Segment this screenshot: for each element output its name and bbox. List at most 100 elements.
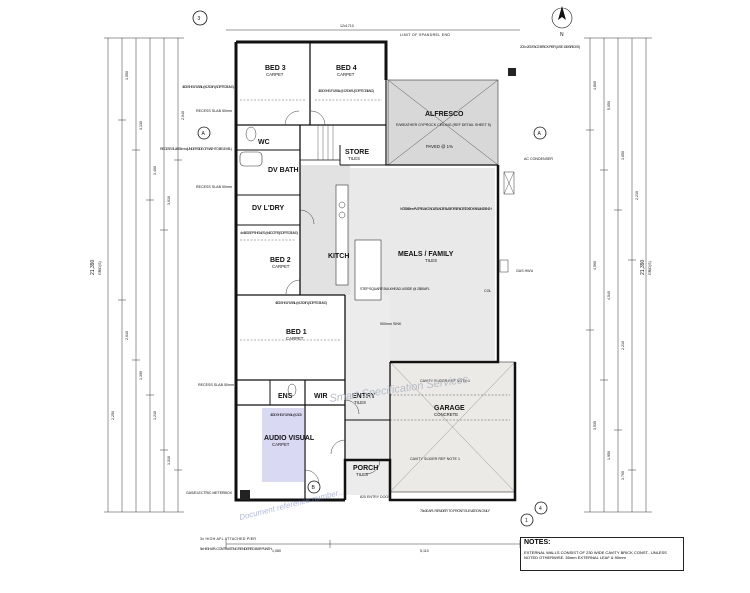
- watermark-sub: Document reference number...: [238, 487, 345, 522]
- door-swings: [284, 110, 381, 485]
- dim-l6: 1,390: [139, 371, 143, 380]
- bed4-floor: CARPET: [337, 72, 355, 77]
- dim-l7: 1,210: [153, 411, 157, 420]
- bottom-dim-2: 5,110: [420, 549, 429, 553]
- bed3-floor: CARPET: [266, 72, 284, 77]
- store-floor: TILES: [348, 156, 360, 161]
- right-total-sub: GRID(S): [648, 261, 652, 275]
- north-text: N: [560, 32, 564, 38]
- garage-label: GARAGE: [434, 405, 465, 412]
- dim-l10: 2,040: [181, 111, 185, 120]
- note-cavity-slider-2: CAVITY SLIDER REF NOTE 1: [410, 457, 460, 461]
- note-face-brick: 200 x 200 FACE BRICK PIER (USE 100 BRICK…: [520, 45, 580, 49]
- note-col: COL: [484, 289, 491, 293]
- note-sink: 900mm SINK: [380, 322, 402, 326]
- note-recess-bath: RECESS SLAB 50mm (UNDERSIDE OF BATH TO B…: [160, 147, 232, 151]
- right-total-dim: 21,390: [640, 259, 646, 275]
- entry-tile-floor: [345, 295, 390, 495]
- note-alfresco-ceiling: R/WEATHER GYPROCK CEILING (REF DETAIL SH…: [396, 123, 491, 127]
- dim-l8: 1,310: [167, 456, 171, 465]
- dim-l5: 2,610: [125, 331, 129, 340]
- garage-floor: CONCRETE: [434, 412, 458, 417]
- kitchen-island: [354, 239, 382, 301]
- note-recess-3: RECESS SLAB 50mm: [198, 383, 234, 387]
- grid-marker-1-text: 1: [525, 518, 528, 524]
- dim-l2: 3,130: [139, 121, 143, 130]
- note-cavity-slider: CAVITY SLIDER REF NOTE 1: [420, 379, 470, 383]
- note-shelf-av: 450D SHELF & RAIL @ 2100: [270, 413, 302, 417]
- left-dimension-chains: [104, 37, 184, 513]
- bed3-label: BED 3: [265, 65, 286, 72]
- section-marker-b: B: [307, 480, 321, 494]
- dim-r9: 1,950: [607, 451, 611, 460]
- store-shelving: [317, 125, 334, 160]
- audio-visual-floor: CARPET: [272, 442, 290, 447]
- section-marker-right: A: [533, 126, 547, 140]
- walls: [234, 40, 517, 502]
- bottom-dim-1: 1,080: [272, 549, 281, 553]
- gas-hwu-unit: [499, 259, 509, 273]
- top-dim: 12x1710: [340, 24, 354, 28]
- ensuite-toilet-icon: [287, 383, 297, 397]
- section-marker-left: A: [197, 126, 211, 140]
- dv-ldry-label: DV L'DRY: [252, 205, 284, 212]
- note-conduit: NOTE: 2x50mm PVC PRELAY CONDUITS UNDER S…: [400, 207, 492, 211]
- note-ac-condenser: AC CONDENSER: [524, 157, 553, 161]
- dv-bath-label: DV BATH: [268, 167, 299, 174]
- meterbox-symbol: [240, 490, 250, 500]
- bed2-floor: CARPET: [272, 264, 290, 269]
- entry-label: ENTRY: [352, 393, 376, 400]
- dim-l3: 3,400: [153, 166, 157, 175]
- note-pier-1: 3x HIGH AFL ATTACHED PIER: [200, 537, 256, 541]
- left-total-dim: 21,390: [90, 259, 96, 275]
- note-entry-door: 820 ENTRY DOOR: [360, 495, 391, 499]
- wir-label: WIR: [314, 393, 328, 400]
- left-total-sub: GRID(S): [98, 261, 102, 275]
- audio-visual-highlight: [262, 408, 304, 482]
- dim-l1: 1,550: [125, 71, 129, 80]
- meals-floor: TILES: [425, 258, 437, 263]
- notes-text: EXTERNAL WALLS CONSIST OF 230 WIDE CAVIT…: [524, 550, 667, 560]
- dim-r5: 4,560: [593, 261, 597, 270]
- porch-floor: TILES: [356, 472, 368, 477]
- note-shelf-bed4: 450D SHELF & RAIL @ 1700AFL (SOFFIT CEIL…: [318, 89, 374, 93]
- porch-label: PORCH: [353, 465, 378, 472]
- grid-marker-3: 3: [192, 10, 208, 26]
- note-gas-hwu: GAS HWU: [516, 269, 534, 273]
- section-left-text: A: [202, 131, 206, 137]
- face-brick-pier: [508, 68, 516, 76]
- dim-r8: 3,535: [593, 421, 597, 430]
- bed1-floor: CARPET: [286, 336, 304, 341]
- note-shelves-bed2: 4 x 450 DEEP SHELVES @ 400 CTRS (SOFFIT …: [240, 231, 298, 235]
- dim-l9: 2,250: [111, 411, 115, 420]
- grid-marker-1: 1: [520, 513, 534, 527]
- note-gas-meter: GAS/ELECTRIC METERBOX: [186, 491, 233, 495]
- wc-label: WC: [258, 139, 270, 146]
- note-recess-2: RECESS SLAB 50mm: [196, 185, 232, 189]
- kitch-label: KITCH: [328, 253, 349, 260]
- kitchen-bench: [335, 184, 349, 286]
- dim-r1: 4,800: [593, 81, 597, 90]
- store-label: STORE: [345, 149, 369, 156]
- bath-tub: [239, 151, 263, 167]
- note-bulkhead: STEP SQUARE BULKHEAD U/SIDE @ 2550AFL: [360, 287, 430, 291]
- grid-marker-4-text: 4: [539, 506, 542, 512]
- notes-title: NOTES:: [524, 539, 551, 546]
- bed2-label: BED 2: [270, 257, 291, 264]
- alfresco-label: ALFRESCO: [425, 111, 464, 118]
- audio-visual-label: AUDIO VISUAL: [264, 435, 315, 442]
- note-limit: LIMIT OF SPANDREL END: [400, 33, 450, 37]
- note-front-render: 75x30 AFL RENDER TO FRONT ELEVATION ONLY: [420, 509, 491, 513]
- note-pier-2: 5x HIGH AFL CONTRASTING RENDERED BAR PLI…: [200, 547, 272, 551]
- entry-floor: TILES: [354, 400, 366, 405]
- dim-r4: 2,210: [635, 191, 639, 200]
- section-right-text: A: [538, 131, 542, 137]
- bed1-label: BED 1: [286, 329, 307, 336]
- right-dimension-chains: [584, 37, 652, 513]
- grid-marker-3-text: 3: [198, 16, 201, 22]
- dim-r10: 3,700: [621, 471, 625, 480]
- note-recess-1: RECESS SLAB 50mm: [196, 109, 232, 113]
- dim-l4: 3,010: [167, 196, 171, 205]
- note-shelf-bed1: 450D SHELF & RAIL @ 1700AFL (SOFFIT CEIL…: [275, 301, 327, 305]
